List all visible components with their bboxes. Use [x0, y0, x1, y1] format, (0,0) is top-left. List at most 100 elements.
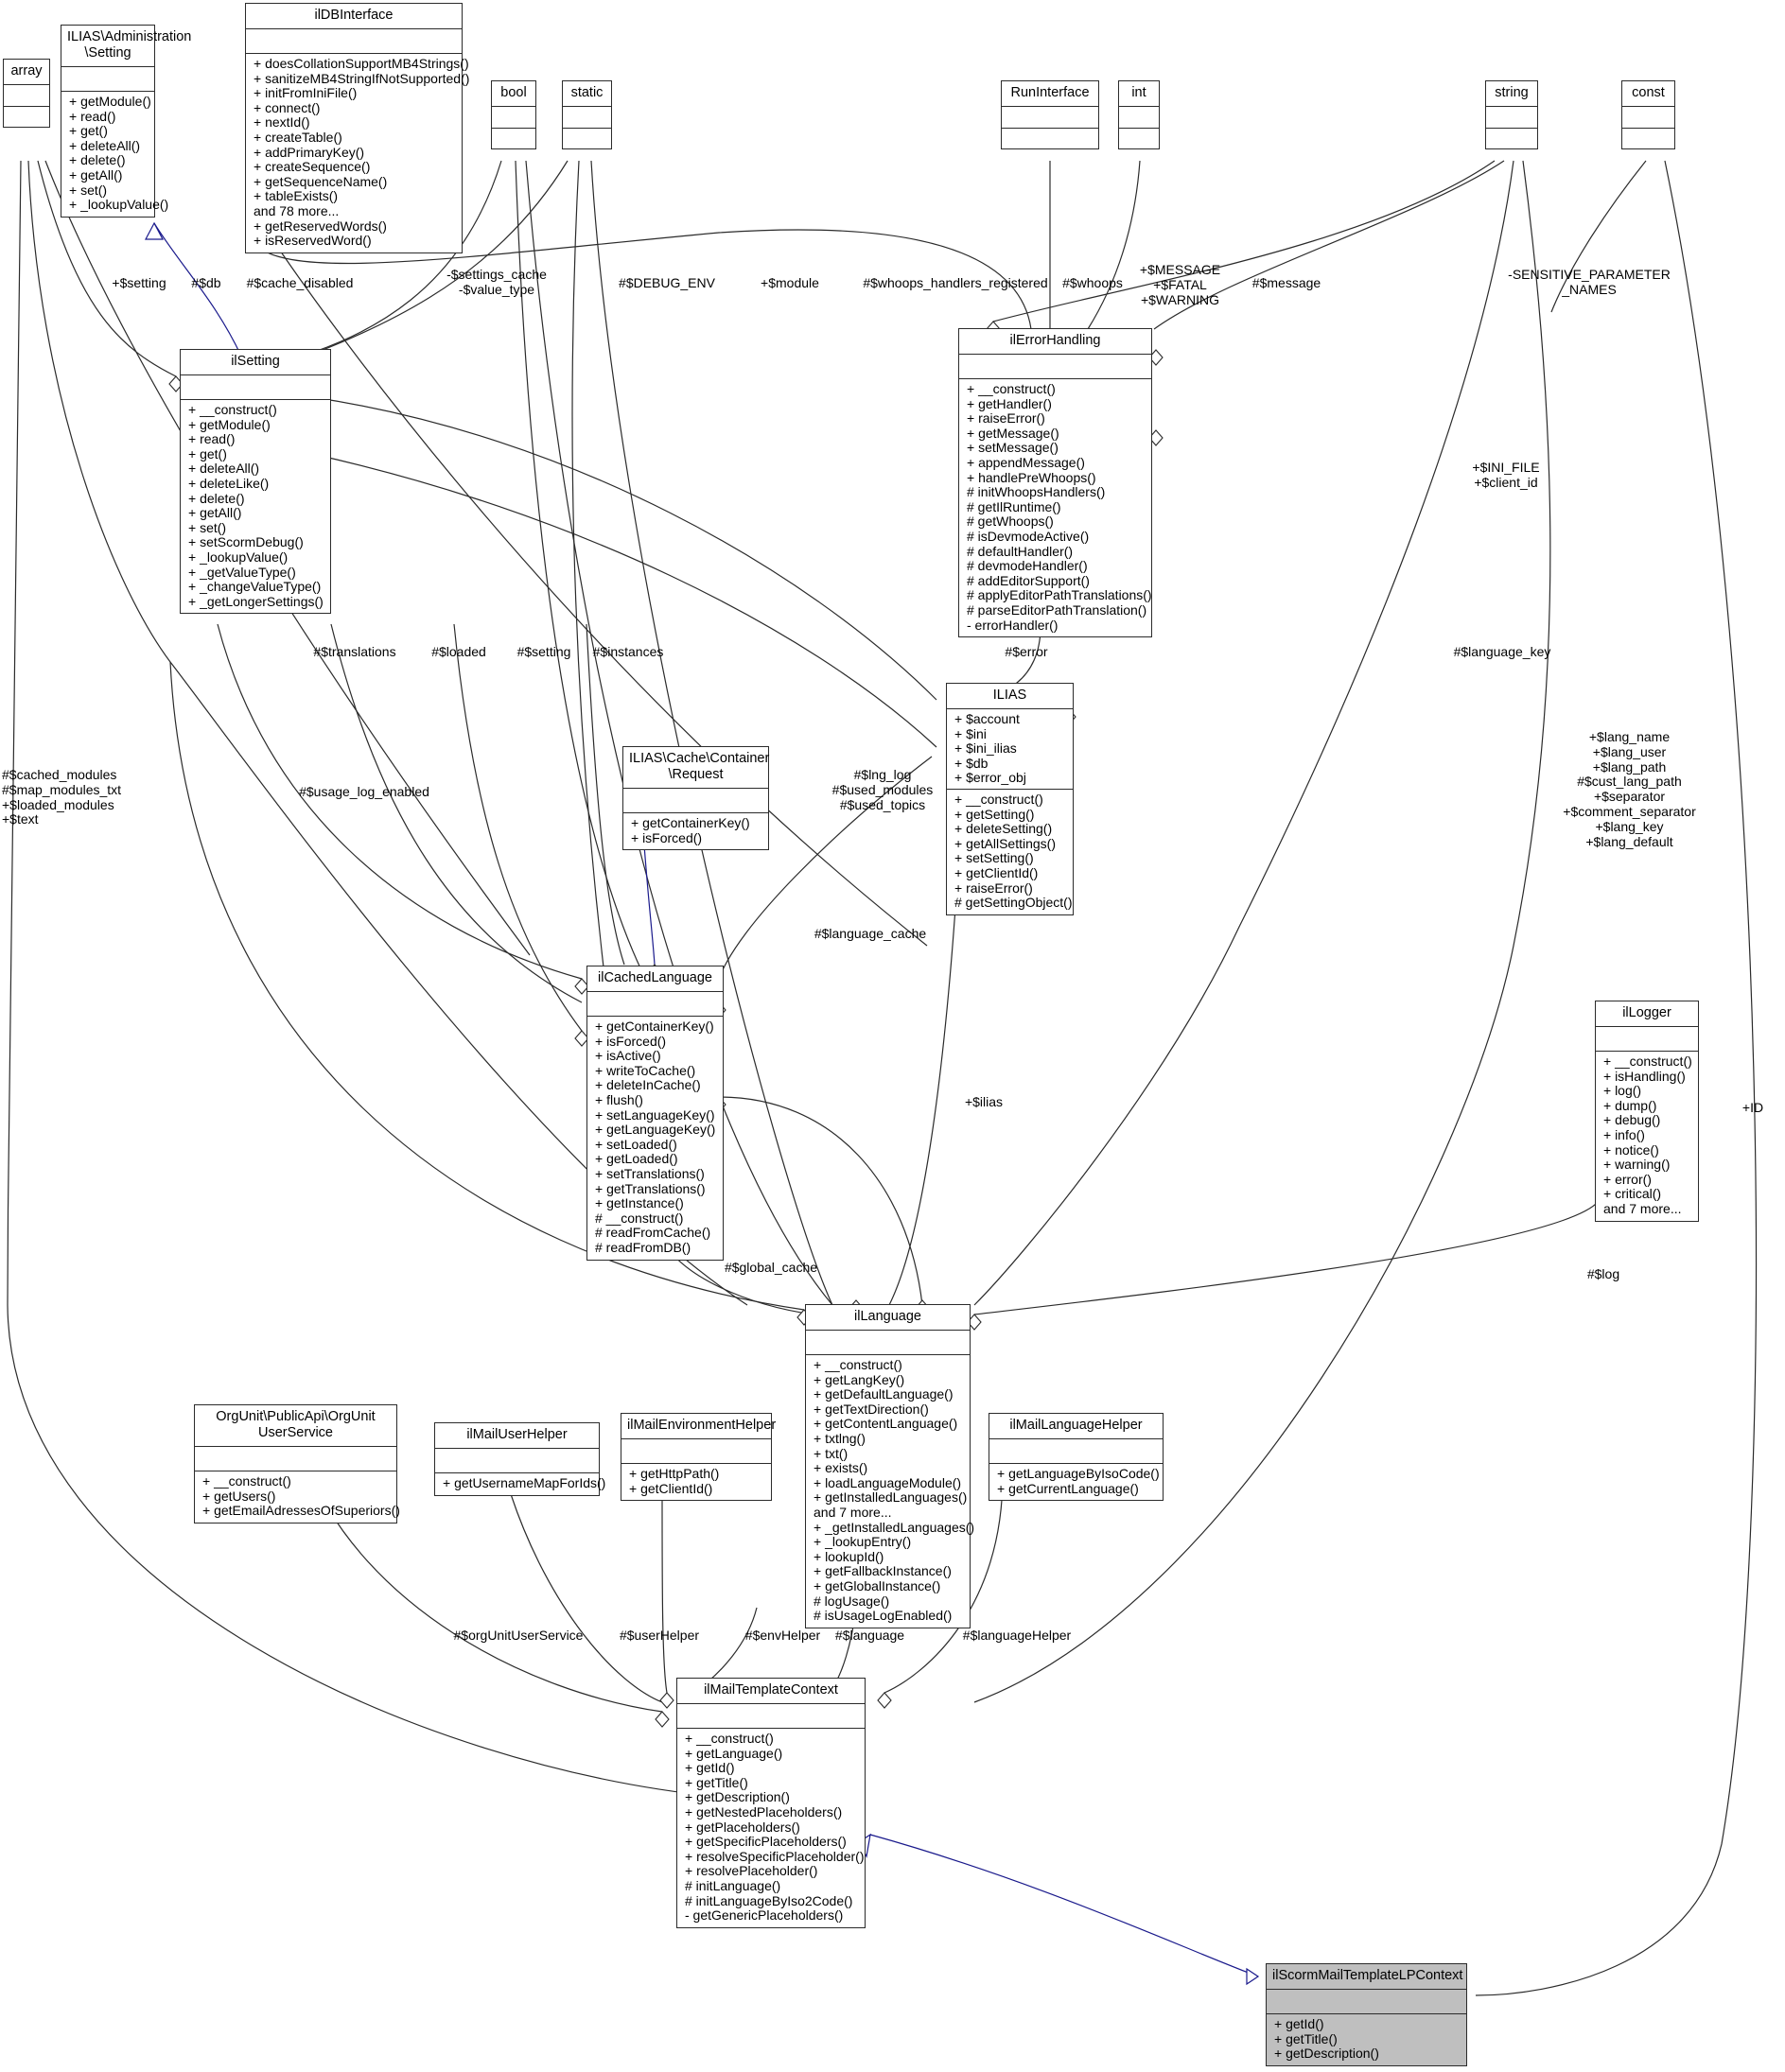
operation: + getInstance(): [595, 1195, 684, 1211]
operation: + debug(): [1603, 1112, 1661, 1128]
class-node-ilmailuserhelper[interactable]: ilMailUserHelper + getUsernameMapForIds(…: [434, 1422, 605, 1496]
operation: + sanitizeMB4StringIfNotSupported(): [254, 70, 470, 86]
class-attributes: [4, 85, 49, 107]
class-attributes: [806, 1331, 970, 1355]
operation: + setSetting(): [954, 850, 1034, 866]
class-attributes: [989, 1439, 1163, 1464]
operation: + __construct(): [967, 381, 1056, 396]
class-operations: [1486, 129, 1537, 148]
operation: + setLanguageKey(): [595, 1106, 715, 1123]
operation: + __construct(): [202, 1473, 291, 1489]
operation: + get(): [69, 123, 108, 139]
operation: + getDefaultLanguage(): [814, 1386, 954, 1402]
operation: # isUsageLogEnabled(): [814, 1608, 953, 1624]
class-node-ilsetting[interactable]: ilSetting + __construct() + getModule() …: [180, 349, 331, 615]
operation: + __construct(): [1603, 1053, 1692, 1069]
operation: and 7 more...: [1603, 1200, 1682, 1216]
class-node-ilmailenvironmenthelper[interactable]: ilMailEnvironmentHelper + getHttpPath() …: [621, 1413, 776, 1502]
operation: + getGlobalInstance(): [814, 1577, 941, 1593]
class-title: string: [1486, 81, 1537, 107]
edge-label-loaded: #$loaded: [431, 644, 486, 659]
class-attributes: [195, 1447, 396, 1471]
operation: + delete(): [188, 490, 245, 506]
operation: + set(): [188, 519, 227, 535]
operation: + nextId(): [254, 114, 310, 131]
class-node-illogger[interactable]: ilLogger + __construct() + isHandling() …: [1595, 1001, 1699, 1222]
operation: + txtlng(): [814, 1430, 866, 1446]
operation: + deleteAll(): [69, 137, 141, 153]
attribute: + $account: [954, 711, 1020, 726]
class-node-int[interactable]: int: [1118, 80, 1160, 149]
class-operations: [1622, 129, 1674, 148]
operation: # devmodeHandler(): [967, 558, 1088, 574]
operation: + connect(): [254, 99, 321, 115]
operation: + _changeValueType(): [188, 579, 322, 595]
class-attributes: [435, 1449, 599, 1473]
class-node-ilmailtemplatecontext[interactable]: ilMailTemplateContext + __construct() + …: [676, 1678, 866, 1928]
operation: + error(): [1603, 1171, 1652, 1187]
class-title: ilMailUserHelper: [435, 1423, 599, 1449]
class-node-ilcachedlanguage[interactable]: ilCachedLanguage + getContainerKey() + i…: [586, 966, 724, 1261]
operation: + _lookupValue(): [69, 197, 169, 213]
class-operations: + getContainerKey() + isForced() + isAct…: [587, 1017, 723, 1260]
operation: + getDescription(): [1274, 2046, 1379, 2062]
class-node-array[interactable]: array: [3, 59, 50, 128]
operation: + getContainerKey(): [595, 1019, 714, 1034]
class-node-runinterface[interactable]: RunInterface: [1001, 80, 1099, 149]
operation: + handlePreWhoops(): [967, 469, 1096, 485]
class-node-ilscormmailtemplatelpcontext[interactable]: ilScormMailTemplateLPContext + getId() +…: [1266, 1963, 1467, 2066]
class-title: ilErrorHandling: [959, 329, 1151, 355]
edge-label-userhelper: #$userHelper: [619, 1628, 700, 1643]
operation: + critical(): [1603, 1186, 1662, 1202]
class-title: ILIAS\Cache\Container \Request: [623, 747, 769, 789]
operation: + exists(): [814, 1460, 868, 1476]
operation: + notice(): [1603, 1141, 1659, 1158]
edge-label-db: #$db: [191, 275, 221, 290]
class-operations: + __construct() + getUsers() + getEmailA…: [195, 1471, 400, 1523]
operation: + getCurrentLanguage(): [997, 1480, 1139, 1496]
class-node-ilias-cache-container-request[interactable]: ILIAS\Cache\Container \Request + getCont…: [622, 746, 769, 851]
operation: + isReservedWord(): [254, 233, 372, 249]
operation: and 7 more...: [814, 1504, 892, 1520]
operation: + doesCollationSupportMB4Strings(): [254, 56, 469, 71]
edge-label-usage-log-enabled: #$usage_log_enabled: [299, 784, 429, 799]
class-node-ilerrorhandling[interactable]: ilErrorHandling + __construct() + getHan…: [958, 328, 1152, 638]
class-node-ilmaillanguagehelper[interactable]: ilMailLanguageHelper + getLanguageByIsoC…: [989, 1413, 1164, 1502]
class-node-orgunit-publicapi-orgunituserservice[interactable]: OrgUnit\PublicApi\OrgUnit UserService + …: [194, 1404, 400, 1524]
operation: + isForced(): [631, 829, 703, 845]
edge-label-debug-env: #$DEBUG_ENV: [619, 275, 715, 290]
class-node-bool[interactable]: bool: [491, 80, 536, 149]
operation: + getFallbackInstance(): [814, 1563, 952, 1579]
class-attributes: + $account + $ini + $ini_ilias + $db + $…: [947, 709, 1073, 790]
class-node-illanguage[interactable]: ilLanguage + __construct() + getLangKey(…: [805, 1304, 974, 1628]
operation: + getHttpPath(): [629, 1466, 720, 1481]
operation: # addEditorSupport(): [967, 572, 1090, 588]
attribute: + $error_obj: [954, 770, 1026, 786]
operation: + getClientId(): [629, 1480, 713, 1496]
edge-label-settings-cache: -$settings_cache -$value_type: [446, 267, 547, 297]
class-node-ilias-administration-setting[interactable]: ILIAS\Administration \Setting + getModul…: [61, 25, 191, 218]
edge-label-ilias-ref: +$ilias: [964, 1094, 1004, 1109]
edge-label-lang-name: +$lang_name +$lang_user +$lang_path #$cu…: [1563, 729, 1696, 849]
class-node-static[interactable]: static: [562, 80, 612, 149]
class-attributes: [1596, 1027, 1698, 1052]
edge-label-setting2: #$setting: [516, 644, 571, 659]
operation: # __construct(): [595, 1210, 684, 1226]
edge-label-message: #$message: [1251, 275, 1321, 290]
class-attributes: [1267, 1990, 1466, 2014]
class-node-ildbinterface[interactable]: ilDBInterface + doesCollationSupportMB4S…: [245, 3, 470, 253]
class-node-string[interactable]: string: [1485, 80, 1538, 149]
operation: + getLangKey(): [814, 1371, 905, 1387]
operation: # getIlRuntime(): [967, 498, 1061, 514]
operation: + getSetting(): [954, 806, 1035, 822]
class-title: RunInterface: [1002, 81, 1098, 107]
class-node-ilias[interactable]: ILIAS + $account + $ini + $ini_ilias + $…: [946, 683, 1074, 915]
class-node-const[interactable]: const: [1621, 80, 1675, 149]
operation: + getEmailAdressesOfSuperiors(): [202, 1503, 400, 1519]
operation: + read(): [188, 431, 236, 447]
operation: + getTranslations(): [595, 1180, 706, 1196]
class-operations: + __construct() + isHandling() + log() +…: [1596, 1052, 1698, 1221]
class-title: const: [1622, 81, 1674, 107]
class-title: ilSetting: [181, 350, 330, 375]
class-attributes: [677, 1704, 865, 1729]
